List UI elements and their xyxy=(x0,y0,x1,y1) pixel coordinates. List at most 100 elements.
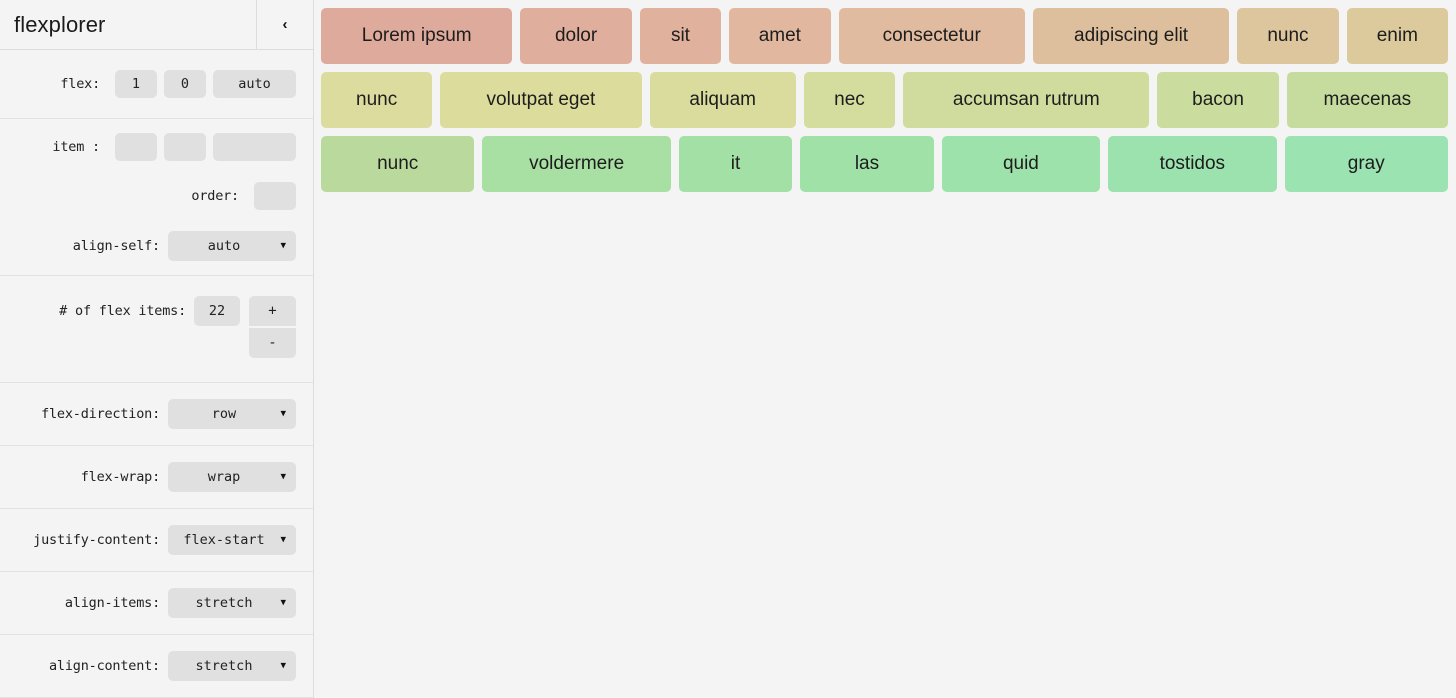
flex-item-label: sit xyxy=(670,25,690,46)
flex-item-label: amet xyxy=(758,25,801,46)
flex-item[interactable]: it xyxy=(678,136,793,192)
flex-item-label: accumsan rutrum xyxy=(952,89,1100,110)
flex-item-label: adipiscing elit xyxy=(1074,25,1189,46)
flex-item[interactable]: enim xyxy=(1346,8,1448,64)
row-order: order: xyxy=(0,174,313,217)
flex-wrap-value: wrap xyxy=(207,468,241,485)
row-flex: flex: xyxy=(0,50,313,119)
row-flex-item-count: # of flex items: + - xyxy=(0,275,313,383)
flex-item[interactable]: sit xyxy=(639,8,722,64)
flex-item-count-input[interactable] xyxy=(194,295,240,326)
flex-item[interactable]: bacon xyxy=(1157,72,1279,128)
flex-item[interactable]: quid xyxy=(941,136,1101,192)
chevron-down-icon: ▾ xyxy=(280,407,286,420)
flex-item-count-stepper: + - xyxy=(249,295,296,358)
flex-item[interactable]: accumsan rutrum xyxy=(903,72,1150,128)
flex-item-label: gray xyxy=(1347,153,1385,174)
flex-item[interactable]: aliquam xyxy=(649,72,796,128)
label-flex-item-count: # of flex items: xyxy=(59,302,186,319)
flex-item-label: aliquam xyxy=(689,89,756,110)
item-content-input[interactable] xyxy=(213,132,296,161)
label-align-items: align-items: xyxy=(64,594,160,611)
align-content-select[interactable]: stretch ▾ xyxy=(168,650,296,681)
label-flex: flex: xyxy=(60,75,100,92)
flex-direction-value: row xyxy=(211,405,237,422)
label-align-self: align-self: xyxy=(72,237,160,254)
flex-shrink-input[interactable] xyxy=(164,69,206,98)
row-flex-wrap: flex-wrap: wrap ▾ xyxy=(0,445,313,509)
flex-item[interactable]: gray xyxy=(1284,136,1448,192)
row-align-items: align-items: stretch ▾ xyxy=(0,571,313,635)
align-items-select[interactable]: stretch ▾ xyxy=(168,587,296,618)
flex-wrap-select[interactable]: wrap ▾ xyxy=(168,461,296,492)
chevron-down-icon: ▾ xyxy=(280,596,286,609)
flex-item-label: nunc xyxy=(377,153,419,174)
flex-canvas: Lorem ipsum dolor sit amet consectetur adipis… xyxy=(314,0,1456,698)
order-input[interactable] xyxy=(254,181,296,210)
flex-item-label: volutpat eget xyxy=(486,89,596,110)
row-align-self: align-self: auto ▾ xyxy=(0,216,313,275)
row-item: item : xyxy=(0,118,313,175)
flex-item[interactable]: nec xyxy=(803,72,896,128)
flex-item-label: quid xyxy=(1002,153,1039,174)
flex-item[interactable]: tostidos xyxy=(1108,136,1277,192)
label-order: order: xyxy=(191,187,239,204)
flex-item[interactable]: amet xyxy=(729,8,831,64)
flex-item[interactable]: Lorem ipsum xyxy=(321,8,513,64)
chevron-down-icon: ▾ xyxy=(280,239,286,252)
label-flex-direction: flex-direction: xyxy=(41,405,160,422)
flex-item[interactable]: las xyxy=(800,136,934,192)
flex-item-label: Lorem ipsum xyxy=(361,25,472,46)
align-self-value: auto xyxy=(207,237,241,254)
row-justify-content: justify-content: flex-start ▾ xyxy=(0,508,313,572)
flex-item[interactable]: nunc xyxy=(321,72,433,128)
label-flex-wrap: flex-wrap: xyxy=(80,468,160,485)
increment-items-button[interactable]: + xyxy=(249,295,296,326)
flex-item-label: enim xyxy=(1376,25,1418,46)
chevron-left-icon: ‹ xyxy=(282,16,288,33)
align-items-value: stretch xyxy=(195,594,253,611)
flex-item[interactable]: maecenas xyxy=(1286,72,1448,128)
sidebar-collapse-button[interactable]: ‹ xyxy=(256,0,313,49)
item-width-input[interactable] xyxy=(115,132,157,161)
label-justify-content: justify-content: xyxy=(33,531,160,548)
flex-item-label: consectetur xyxy=(882,25,981,46)
flex-item[interactable]: nunc xyxy=(321,136,475,192)
flex-item-label: maecenas xyxy=(1323,89,1412,110)
sidebar-header: flexplorer ‹ xyxy=(0,0,313,50)
align-content-value: stretch xyxy=(195,657,253,674)
justify-content-select[interactable]: flex-start ▾ xyxy=(168,524,296,555)
row-flex-direction: flex-direction: row ▾ xyxy=(0,382,313,446)
justify-content-value: flex-start xyxy=(183,531,265,548)
label-align-content: align-content: xyxy=(49,657,160,674)
flex-item[interactable]: volutpat eget xyxy=(440,72,642,128)
flex-item-label: nec xyxy=(834,89,865,110)
chevron-down-icon: ▾ xyxy=(280,533,286,546)
flex-item-label: it xyxy=(730,153,741,174)
flex-item-label: voldermere xyxy=(529,153,625,174)
item-settings-group: item : order: align-self: auto ▾ xyxy=(0,118,313,276)
decrement-items-button[interactable]: - xyxy=(249,327,296,358)
chevron-down-icon: ▾ xyxy=(280,470,286,483)
flex-item-label: bacon xyxy=(1192,89,1244,110)
flex-item-label: las xyxy=(854,153,880,174)
chevron-down-icon: ▾ xyxy=(280,659,286,672)
row-align-content: align-content: stretch ▾ xyxy=(0,634,313,698)
flex-basis-input[interactable] xyxy=(213,69,296,98)
flex-item[interactable]: adipiscing elit xyxy=(1032,8,1230,64)
flex-item-label: nunc xyxy=(356,89,398,110)
label-item: item : xyxy=(52,138,100,155)
flex-direction-select[interactable]: row ▾ xyxy=(168,398,296,429)
sidebar: flexplorer ‹ flex: item : order: xyxy=(0,0,314,698)
flex-item-label: dolor xyxy=(554,25,598,46)
item-height-input[interactable] xyxy=(164,132,206,161)
flex-item[interactable]: nunc xyxy=(1237,8,1339,64)
flex-item-label: tostidos xyxy=(1159,153,1226,174)
flex-item[interactable]: consectetur xyxy=(838,8,1025,64)
flex-item[interactable]: voldermere xyxy=(482,136,671,192)
align-self-select[interactable]: auto ▾ xyxy=(168,230,296,261)
flex-container: Lorem ipsum dolor sit amet consectetur adipis… xyxy=(321,8,1456,200)
flex-item[interactable]: dolor xyxy=(520,8,632,64)
flex-grow-input[interactable] xyxy=(115,69,157,98)
